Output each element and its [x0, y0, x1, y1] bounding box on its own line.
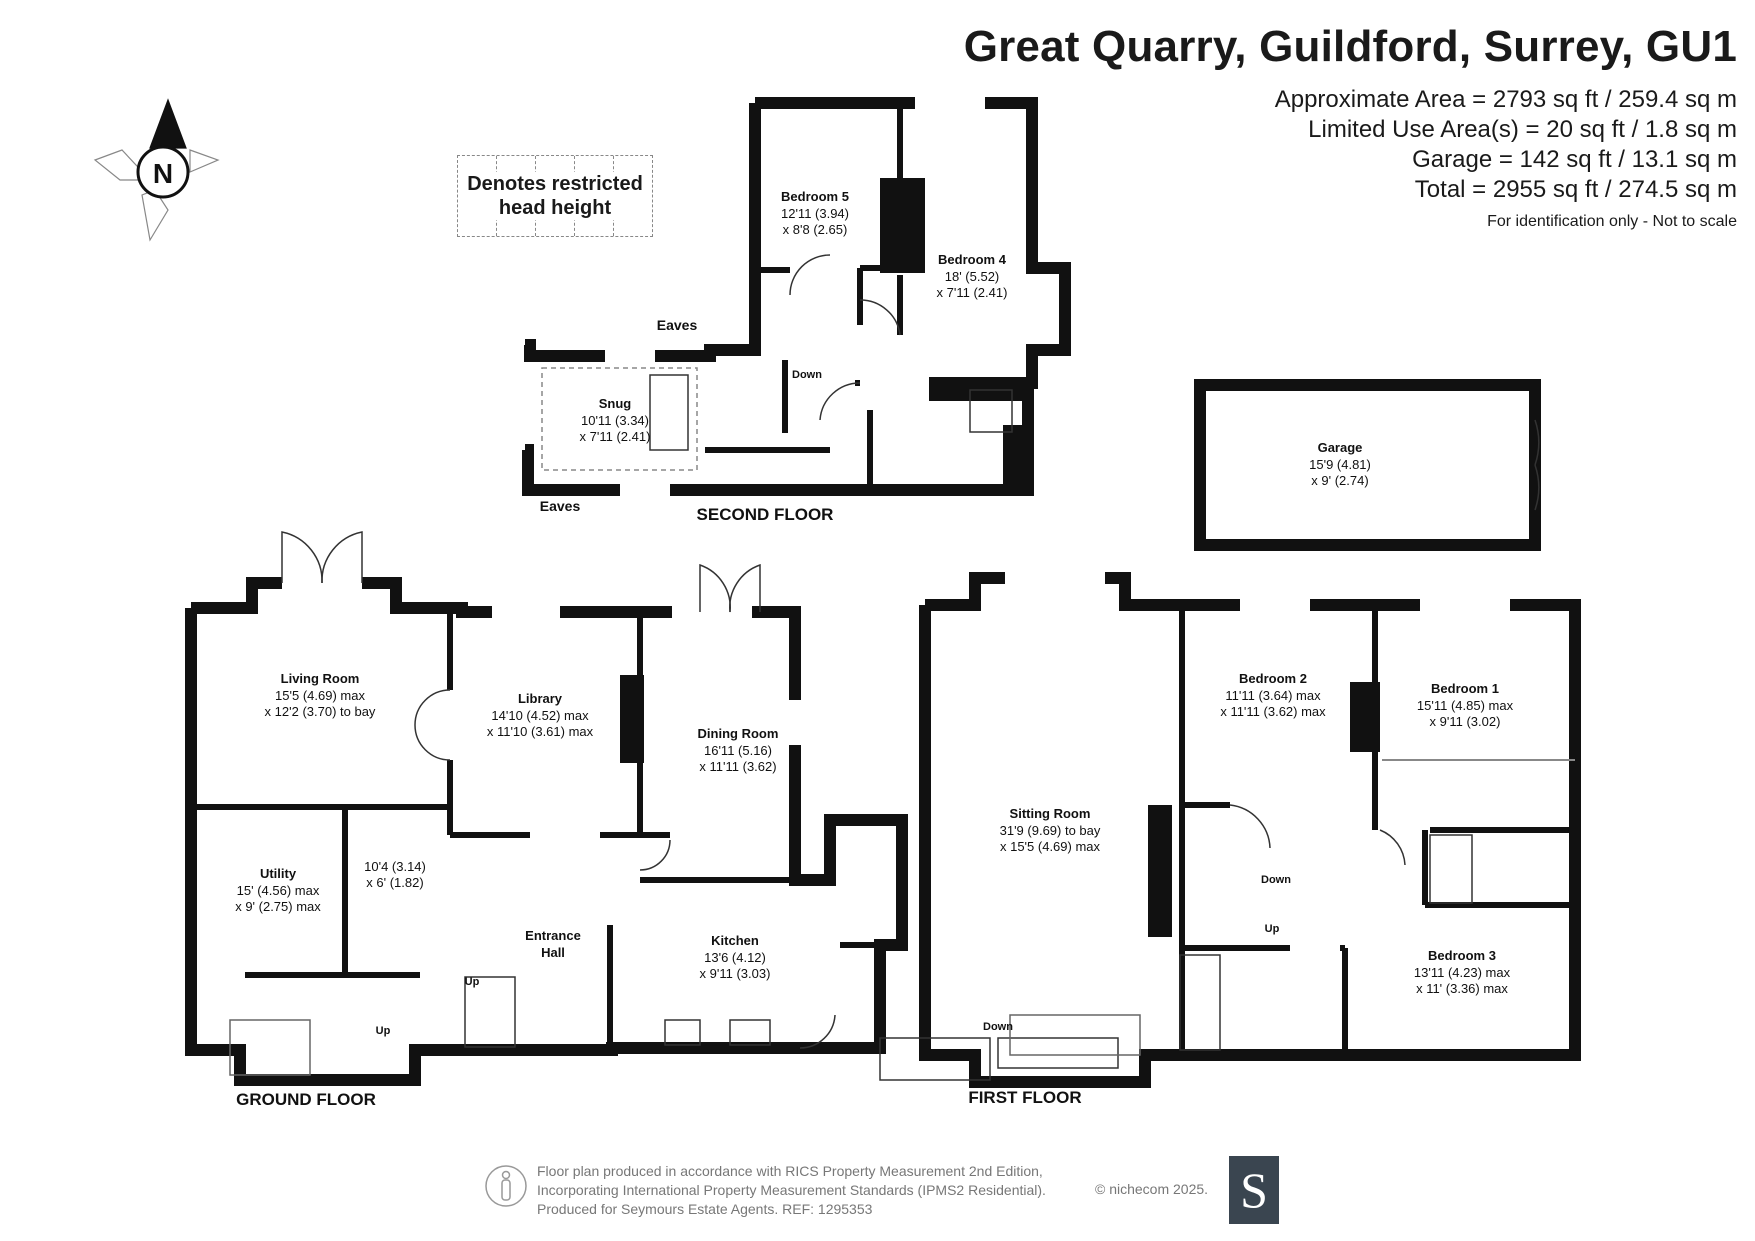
room-dimension: x 9'11 (3.03) [700, 966, 771, 981]
room-dimension: x 15'5 (4.69) max [1000, 839, 1101, 854]
room-name: Entrance [525, 928, 581, 943]
room-dimension: 18' (5.52) [945, 269, 1000, 284]
page-title: Great Quarry, Guildford, Surrey, GU1 [963, 22, 1737, 71]
room-name: Utility [260, 866, 297, 881]
room-dimension: x 11'10 (3.61) max [487, 724, 594, 739]
restricted-head-height-area [541, 367, 698, 471]
stair-label: Up [465, 976, 480, 988]
room-name: Living Room [281, 671, 360, 686]
room-dimension: 15'11 (4.85) max [1417, 698, 1514, 713]
room-dimension: 11'11 (3.64) max [1225, 688, 1321, 703]
ground-floor-label: GROUND FLOOR [236, 1090, 376, 1109]
stair-label: Up [1265, 923, 1280, 935]
stair-label: Down [983, 1021, 1013, 1033]
room-dimension: x 9'11 (3.02) [1430, 714, 1501, 729]
room-name: Bedroom 1 [1431, 681, 1499, 696]
room-name: Bedroom 4 [938, 252, 1007, 267]
room-name: Bedroom 2 [1239, 671, 1307, 686]
area-line: Approximate Area = 2793 sq ft / 259.4 sq… [1274, 86, 1737, 113]
room-dimension: 10'11 (3.34) [581, 413, 649, 428]
copyright: © nichecom 2025. [1095, 1181, 1209, 1197]
room-name: Bedroom 5 [781, 189, 849, 204]
first-floor-label: FIRST FLOOR [968, 1088, 1081, 1107]
room-dimension: 15' (4.56) max [237, 883, 320, 898]
ground-floor-walls [185, 577, 908, 1086]
legend-line: Denotes restricted [467, 173, 643, 195]
footer-notes: Floor plan produced in accordance with R… [537, 1162, 1046, 1219]
eaves-label: Eaves [540, 498, 581, 514]
room-dimension: x 8'8 (2.65) [783, 222, 848, 237]
room-dimension: x 9' (2.75) max [235, 899, 321, 914]
footer-line: Incorporating International Property Mea… [537, 1182, 1046, 1198]
room-dimension: 10'4 (3.14) [364, 859, 426, 874]
room-dimension: 15'9 (4.81) [1309, 457, 1371, 472]
compass [93, 98, 220, 242]
room-dimension: 15'5 (4.69) max [275, 688, 365, 703]
room-name: Garage [1318, 440, 1363, 455]
room-name: Sitting Room [1010, 806, 1091, 821]
room-dimension: 13'6 (4.12) [704, 950, 766, 965]
compass-label: N [153, 158, 173, 189]
room-name: Snug [599, 396, 632, 411]
area-line: Limited Use Area(s) = 20 sq ft / 1.8 sq … [1308, 116, 1737, 143]
room-name: Library [518, 691, 563, 706]
room-name: Bedroom 3 [1428, 948, 1496, 963]
room-dimension: 14'10 (4.52) max [491, 708, 589, 723]
room-dimension: x 6' (1.82) [366, 875, 423, 890]
room-dimension: x 11'11 (3.62) [699, 759, 776, 774]
room-name: Dining Room [698, 726, 779, 741]
footer-line: Floor plan produced in accordance with R… [537, 1163, 1043, 1179]
restricted-head-height-legend: Denotes restricted head height [457, 155, 653, 237]
room-name: Hall [541, 945, 565, 960]
first-floor-walls [919, 572, 1581, 1088]
room-dimension: x 7'11 (2.41) [580, 429, 651, 444]
room-dimension: x 12'2 (3.70) to bay [265, 704, 376, 719]
area-line: Garage = 142 sq ft / 13.1 sq m [1412, 146, 1737, 173]
room-dimension: 16'11 (5.16) [704, 743, 772, 758]
stair-label: Down [792, 369, 822, 381]
stair-label: Down [1261, 874, 1291, 886]
room-dimension: x 9' (2.74) [1311, 473, 1368, 488]
room-dimension: x 11' (3.36) max [1416, 981, 1508, 996]
identification-note: For identification only - Not to scale [1487, 213, 1737, 230]
plan-fixtures [229, 254, 1540, 1081]
stair-label: Up [376, 1025, 391, 1037]
legend-line: head height [498, 197, 612, 219]
eaves-label: Eaves [657, 317, 698, 333]
seymours-logo: S [1229, 1156, 1279, 1224]
footer-line: Produced for Seymours Estate Agents. REF… [537, 1201, 873, 1217]
room-dimension: 13'11 (4.23) max [1414, 965, 1511, 980]
room-dimension: x 7'11 (2.41) [937, 285, 1008, 300]
second-floor-walls [522, 97, 1071, 496]
room-dimension: 31'9 (9.69) to bay [1000, 823, 1101, 838]
second-floor-label: SECOND FLOOR [697, 505, 834, 524]
room-name: Kitchen [711, 933, 759, 948]
room-dimension: x 11'11 (3.62) max [1220, 704, 1326, 719]
person-icon [485, 1165, 527, 1207]
area-line: Total = 2955 sq ft / 274.5 sq m [1414, 176, 1737, 203]
room-dimension: 12'11 (3.94) [781, 206, 849, 221]
